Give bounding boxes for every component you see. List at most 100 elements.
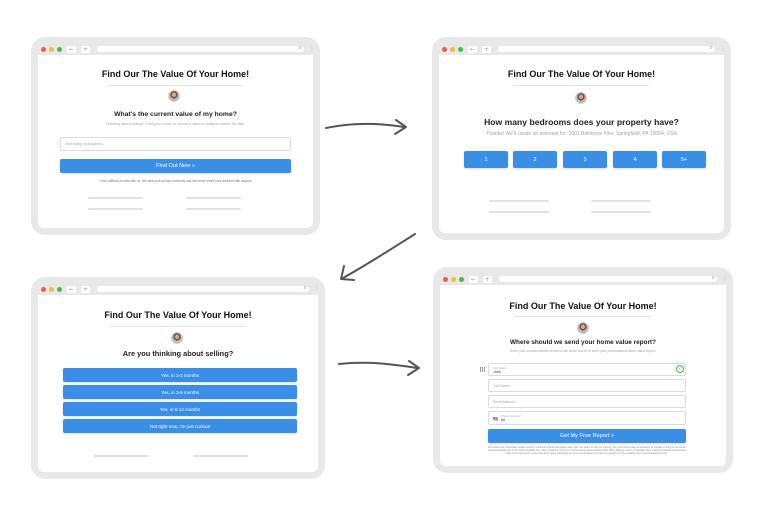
address-bar[interactable]: ⌕ [97,44,304,52]
address-bar[interactable]: ⌕ [97,284,309,292]
browser-toolbar: ← + ⌕ ⋮ [439,43,726,55]
page-title: Find Our The Value Of Your Home! [101,69,250,79]
arrow-step-1-to-2 [325,119,407,135]
search-icon: ⌕ [709,44,713,51]
title-divider [514,85,649,86]
close-window-icon[interactable] [443,276,448,282]
agent-avatar [168,90,180,102]
footer-placeholder-line [186,208,241,210]
search-icon: ⌕ [303,284,307,291]
phone-text: Phone Number* ## [501,414,521,422]
email-field[interactable]: Email Address* [488,395,686,408]
phone-label: Phone Number* [500,414,521,418]
search-icon: ⌕ [711,274,715,281]
question-heading: How many bedrooms does your property hav… [484,117,679,127]
minimize-window-icon[interactable] [49,46,54,52]
browser-toolbar: ← + ⌕ ⋮ [38,43,315,55]
new-tab-icon[interactable]: + [81,45,90,53]
maximize-window-icon[interactable] [57,46,62,52]
close-window-icon[interactable] [41,286,46,292]
new-tab-icon[interactable]: + [483,275,492,283]
back-icon[interactable]: ← [468,45,477,53]
report-disclaimer: We provide free comparative market repor… [488,447,686,455]
back-icon[interactable]: ← [67,285,76,293]
footer-placeholder-line [193,455,248,457]
question-heading: Are you thinking about selling? [122,349,234,358]
bedrooms-option-3[interactable]: 3 [563,151,607,168]
grid-icon [480,367,485,372]
address-bar[interactable]: ⌕ [498,44,715,52]
first-name-field[interactable]: First Name John [488,363,686,376]
last-name-field[interactable]: Last Name* [488,379,686,392]
agent-avatar [577,322,589,334]
browser-window-step-1: ← + ⌕ ⋮ Find Our The Value Of Your Home!… [31,37,320,235]
search-icon: ⌕ [298,44,302,51]
us-flag-icon: 🇺🇸 [493,415,498,421]
browser-window-step-4: ← + ⌕ ⋮ Find Our The Value Of Your Home!… [433,267,733,473]
find-out-now-button[interactable]: Find Out Now » [60,159,291,173]
browser-window-step-2: ← + ⌕ ⋮ Find Our The Value Of Your Home!… [432,37,731,240]
browser-toolbar: ← + ⌕ ⋮ [38,283,320,295]
footer-placeholder-line [489,200,549,202]
browser-menu-icon[interactable]: ⋮ [314,285,320,292]
minimize-window-icon[interactable] [450,46,455,52]
first-name-value: John [493,369,501,374]
footer-placeholder-line [186,197,241,199]
bedrooms-option-1[interactable]: 1 [464,151,508,168]
minimize-window-icon[interactable] [451,276,456,282]
browser-menu-icon[interactable]: ⋮ [720,45,726,52]
title-divider [108,85,243,86]
back-icon[interactable]: ← [469,275,478,283]
address-bar[interactable]: ⌕ [499,274,717,282]
get-my-free-report-button[interactable]: Get My Free Report » [488,429,686,443]
page-content: Find Our The Value Of Your Home! Where s… [440,285,726,466]
page-title: Find Our The Value Of Your Home! [507,69,656,79]
phone-value: ## [500,418,505,422]
selling-option-just-curious[interactable]: Not right now, I'm just curious [63,419,297,433]
page-content: Find Our The Value Of Your Home! How man… [439,55,724,233]
question-subtext: Thanks! We'll create an estimate for: 10… [486,131,677,137]
question-subtext: Thinking about selling? Find your home o… [105,122,246,126]
maximize-window-icon[interactable] [459,276,464,282]
footer-placeholder-line [93,455,148,457]
footer-placeholder-line [88,208,143,210]
close-window-icon[interactable] [41,46,46,52]
new-tab-icon[interactable]: + [81,285,90,293]
selling-option-3-6-months[interactable]: Yes, in 3-6 months [63,385,297,399]
minimize-window-icon[interactable] [49,286,54,292]
first-name-label: First Name [493,365,507,370]
browser-menu-icon[interactable]: ⋮ [309,45,315,52]
new-tab-icon[interactable]: + [482,45,491,53]
title-divider [515,316,651,317]
agent-avatar [575,92,587,104]
question-heading: Where should we send your home value rep… [510,339,656,346]
check-icon: ✓ [676,365,684,373]
back-icon[interactable]: ← [67,45,76,53]
maximize-window-icon[interactable] [458,46,463,52]
question-heading: What's the current value of my home? [114,111,237,118]
page-title: Find Our The Value Of Your Home! [104,310,252,320]
page-content: Find Our The Value Of Your Home! What's … [38,55,313,228]
page-title: Find Our The Value Of Your Home! [509,301,657,311]
browser-menu-icon[interactable]: ⋮ [722,275,728,282]
bedrooms-option-5-plus[interactable]: 5+ [662,151,706,168]
browser-toolbar: ← + ⌕ ⋮ [440,273,728,285]
close-window-icon[interactable] [442,46,447,52]
selling-option-6-12-months[interactable]: Yes, in 6-12 months [63,402,297,416]
footer-placeholder-line [591,211,651,213]
browser-window-step-3: ← + ⌕ ⋮ Find Our The Value Of Your Home!… [31,277,325,479]
bedrooms-option-2[interactable]: 2 [513,151,557,168]
footer-placeholder-line [489,211,549,213]
maximize-window-icon[interactable] [57,286,62,292]
arrow-step-2-to-3 [340,233,416,281]
arrow-step-3-to-4 [338,360,420,376]
title-divider [110,326,246,327]
phone-field[interactable]: 🇺🇸 Phone Number* ## [488,411,686,425]
selling-option-1-3-months[interactable]: Yes, in 1-3 months [63,368,297,382]
agent-avatar [171,332,183,344]
bedrooms-option-4[interactable]: 4 [613,151,657,168]
footer-placeholder-line [591,200,651,202]
footer-placeholder-line [88,197,143,199]
page-content: Find Our The Value Of Your Home! Are you… [38,295,318,472]
address-input[interactable]: Start typing your address [60,137,291,151]
